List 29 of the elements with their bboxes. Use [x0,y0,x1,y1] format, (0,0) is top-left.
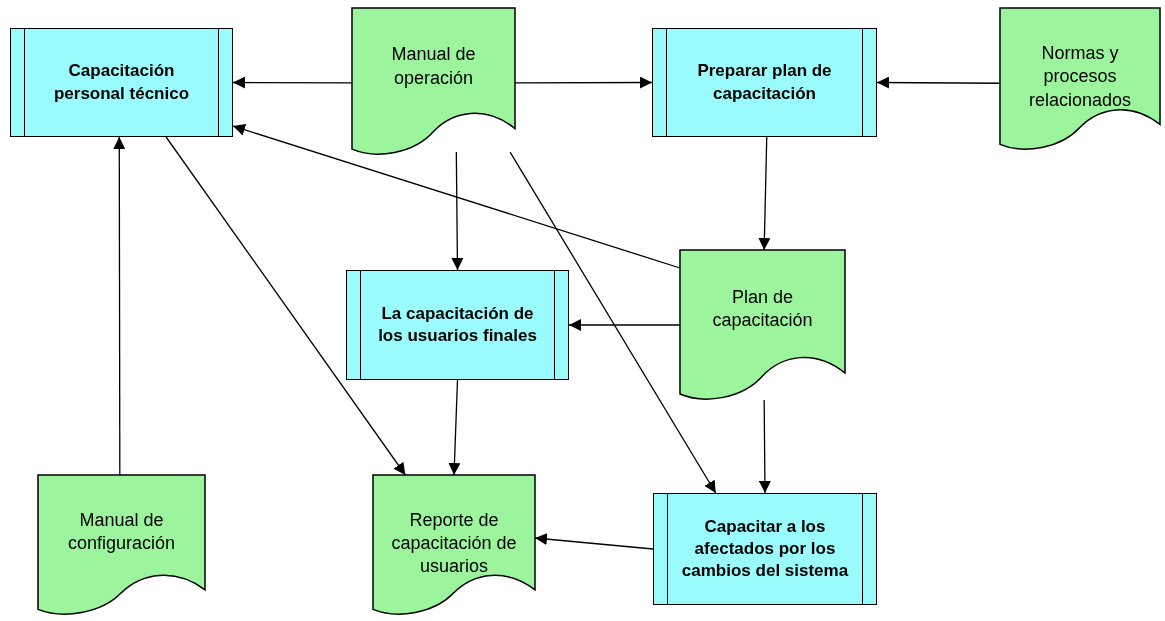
document-shape [352,8,515,155]
process-box [652,28,877,137]
arrow [568,319,681,331]
node-label: Preparar plan de capacitación [696,60,833,105]
process-box [346,270,569,380]
node-label: Reporte de capacitación de usuarios [390,508,518,579]
arrow [232,76,353,89]
arrow [758,136,771,251]
document-shape [680,250,845,400]
node-label: La capacitación de los usuarios finales [377,302,538,347]
document-shape [373,475,535,615]
arrow [758,399,771,494]
arrow [448,379,461,476]
node-label: Capacitar a los afectados por los cambios del sistema [680,515,850,583]
node-label: Capacitación personal técnico [52,60,191,105]
arrow [113,136,126,476]
node-label: Plan de capacitación [711,286,814,333]
arrow [876,76,1001,89]
node-label: Manual de operación [390,43,477,90]
process-box [653,493,877,605]
arrow [232,124,681,269]
node-label: Normas y procesos relacionados [1027,42,1133,112]
arrow [509,151,717,494]
node-label: Manual de configuración [66,508,177,555]
document-shape [1000,8,1160,150]
arrow [451,151,464,271]
document-shape [38,475,205,615]
arrow [165,136,407,476]
process-box [10,28,233,137]
